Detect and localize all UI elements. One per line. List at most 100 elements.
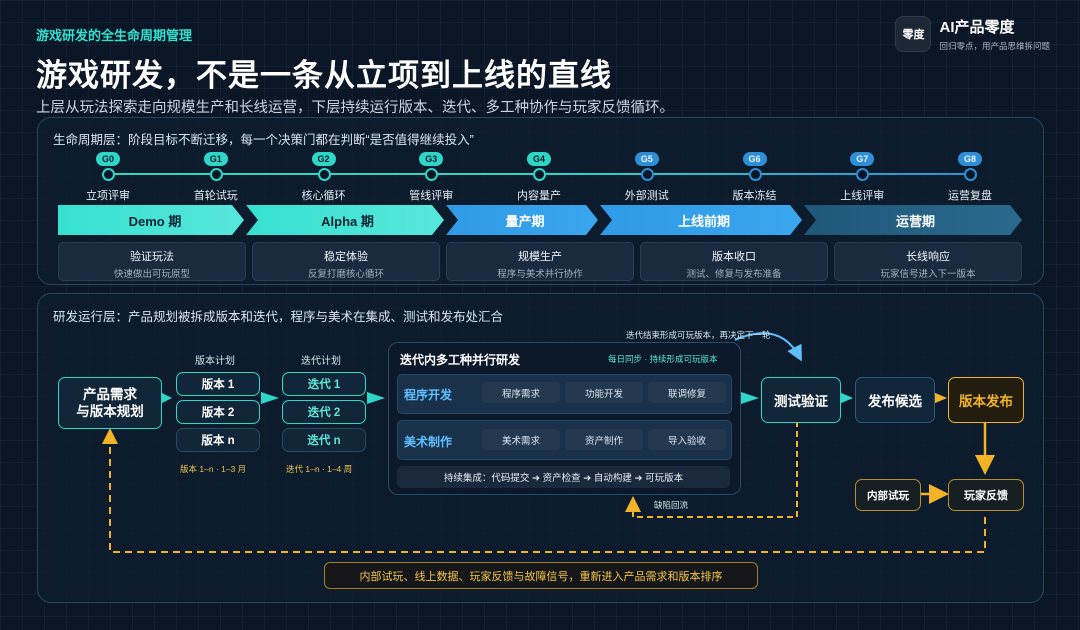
- stage-card-prelaunch: 版本收口 测试、修复与发布准备: [640, 242, 828, 281]
- version-item: 版本 n: [176, 428, 260, 452]
- brand-name: AI产品零度: [939, 19, 1015, 36]
- gate-label: 立项评审: [86, 190, 130, 202]
- phase-live-shape: [804, 205, 1022, 235]
- stage-card-desc: 反复打磨核心循环: [307, 269, 384, 280]
- task-item: 导入验收: [648, 429, 726, 450]
- page-kicker: 游戏研发的全生命周期管理: [36, 28, 193, 43]
- demand-planning-node: 产品需求 与版本规划: [58, 377, 162, 429]
- iteration-plan-note: 迭代 1–n · 1–4 周: [286, 464, 353, 474]
- page-subtitle: 上层从玩法探索走向规模生产和长线运营，下层持续运行版本、迭代、多工种协作与玩家反…: [36, 100, 674, 116]
- feedback-loop-bar: 内部试玩、线上数据、玩家反馈与故障信号，重新进入产品需求和版本排序: [324, 562, 758, 589]
- version-item: 版本 2: [176, 400, 260, 424]
- arrow-work-to-test: [741, 392, 759, 404]
- gate-label: 核心循环: [301, 190, 346, 202]
- stage-card-title: 规模生产: [518, 251, 562, 263]
- gate-label: 内容量产: [517, 190, 561, 202]
- gate-badge: G6: [742, 152, 767, 166]
- internal-playtest-node: 内部试玩: [855, 479, 921, 511]
- version-item: 版本 1: [176, 372, 260, 396]
- continuous-integration-bar: 持续集成：代码提交 ➔ 资产检查 ➔ 自动构建 ➔ 可玩版本: [397, 466, 730, 488]
- gate-dot: [317, 168, 331, 181]
- gate-badge: G3: [419, 152, 444, 166]
- gate-dot: [102, 168, 115, 181]
- arrow-candidate-to-release: [933, 392, 947, 404]
- stage-card-title: 版本收口: [712, 251, 756, 263]
- stage-card-alpha: 稳定体验 反复打磨核心循环: [252, 242, 440, 281]
- lane-programming: [397, 374, 732, 414]
- arrow-test-to-candidate: [839, 392, 853, 404]
- gate-dot: [748, 168, 762, 181]
- phase-alpha: Alpha 期: [321, 213, 374, 229]
- operations-title: 研发运行层：产品规划被拆成版本和迭代，程序与美术在集成、测试和发布处汇合: [53, 310, 504, 324]
- gate-label: 管线评审: [409, 190, 454, 202]
- gate-label: 上线评审: [840, 190, 885, 202]
- iteration-item: 迭代 1: [282, 372, 366, 396]
- version-plan-note: 版本 1–n · 1–3 月: [180, 464, 247, 474]
- stage-card-title: 稳定体验: [324, 251, 368, 263]
- work-badge: 每日同步 · 持续形成可玩版本: [608, 354, 718, 364]
- test-verify-node: 测试验证: [761, 377, 841, 423]
- lane-programming-label: 程序开发: [404, 388, 453, 402]
- brand-tagline: 回归零点，用产品思维拆问题: [939, 41, 1050, 51]
- defect-backflow-label: 缺陷回流: [654, 500, 689, 510]
- gate-dot: [856, 168, 870, 181]
- gate-dot: [964, 168, 977, 181]
- stage-card-mass: 规模生产 程序与美术并行协作: [446, 242, 634, 281]
- phase-prelaunch-shape: [600, 205, 802, 235]
- iteration-plan-header: 迭代计划: [301, 356, 341, 367]
- task-item: 功能开发: [565, 382, 643, 403]
- phase-alpha-shape: [246, 205, 444, 235]
- phase-prelaunch: 上线前期: [677, 213, 730, 229]
- brand-logo: 零度: [895, 16, 932, 52]
- stage-card-live: 长线响应 玩家信号进入下一版本: [834, 242, 1022, 281]
- brand: 零度 AI产品零度 回归零点，用产品思维拆问题: [895, 16, 1050, 52]
- loop-note: 迭代结束形成可玩版本，再决定下一轮: [626, 330, 771, 340]
- phase-live-ops: 运营期: [895, 213, 935, 229]
- gate-dot: [533, 168, 546, 181]
- gate-badge: G4: [527, 152, 551, 166]
- gate-label: 版本冻结: [732, 190, 777, 202]
- gate-badge: G5: [634, 152, 659, 166]
- stage-card-desc: 快速做出可玩原型: [113, 269, 190, 280]
- gate-label: 首轮试玩: [193, 190, 238, 202]
- gate-label: 外部测试: [624, 190, 669, 202]
- stage-card-desc: 程序与美术并行协作: [497, 269, 583, 280]
- gate-dot: [425, 168, 439, 181]
- gate-dot: [209, 168, 223, 181]
- phase-demo: Demo 期: [128, 213, 182, 229]
- gate-badge: G1: [203, 152, 228, 166]
- iteration-item: 迭代 2: [282, 400, 366, 424]
- lane-art-label: 美术制作: [404, 435, 453, 449]
- feedback-loop-line: [102, 428, 986, 553]
- phase-demo-shape: [58, 205, 244, 235]
- stage-card-demo: 验证玩法 快速做出可玩原型: [58, 242, 246, 281]
- stage-card-title: 长线响应: [906, 251, 950, 263]
- phase-mass-production: 量产期: [505, 213, 545, 229]
- arrow-iteration-to-work: [367, 392, 385, 404]
- gate-badge: G8: [958, 152, 982, 166]
- work-title: 迭代内多工种并行研发: [400, 353, 521, 367]
- player-feedback-node: 玩家反馈: [948, 479, 1024, 511]
- task-item: 美术需求: [482, 429, 560, 450]
- phase-mass-shape: [446, 205, 598, 235]
- task-item: 联调修复: [648, 382, 726, 403]
- gate-badge: G0: [96, 152, 120, 166]
- page-title: 游戏研发，不是一条从立项到上线的直线: [36, 58, 612, 93]
- release-node: 版本发布: [948, 377, 1024, 423]
- loop-back-arrow: [734, 332, 802, 362]
- gate-badge: G2: [311, 152, 336, 166]
- arrow-version-to-iteration: [261, 392, 279, 404]
- gate-badge: G7: [850, 152, 875, 166]
- stage-card-desc: 测试、修复与发布准备: [686, 269, 782, 280]
- gate-label: 运营复盘: [948, 190, 992, 202]
- arrow-demand-to-version: [160, 392, 172, 404]
- gate-dot: [640, 168, 654, 181]
- task-item: 资产制作: [565, 429, 643, 450]
- version-plan-header: 版本计划: [195, 356, 235, 367]
- release-candidate-node: 发布候选: [855, 377, 935, 423]
- lifecycle-title: 生命周期层：阶段目标不断迁移，每一个决策门都在判断“是否值得继续投入”: [53, 133, 474, 147]
- task-item: 程序需求: [482, 382, 560, 403]
- stage-card-desc: 玩家信号进入下一版本: [880, 269, 976, 280]
